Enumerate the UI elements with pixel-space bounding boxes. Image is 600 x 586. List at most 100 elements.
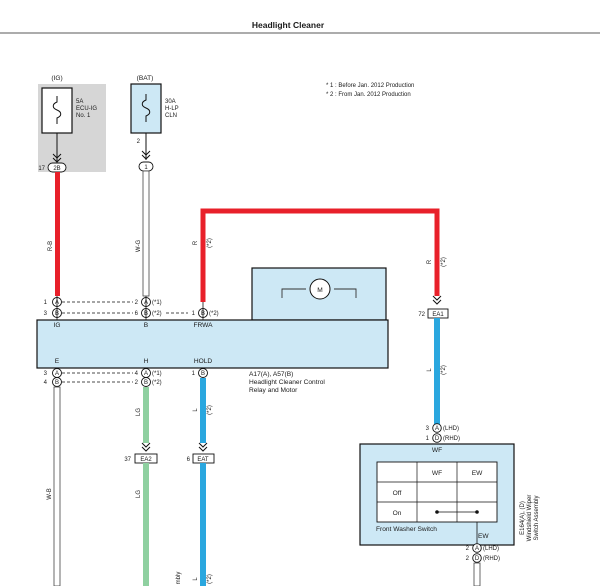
bat-fuse-line-1: 30A — [165, 99, 176, 105]
pin-b-a-note: (*1) — [152, 300, 162, 306]
wire-l-top — [200, 378, 206, 443]
sw-bot-a-num: 2 — [466, 546, 470, 552]
wire-r1-note: (*2) — [207, 238, 213, 248]
sw-bot-a-note: (LHD) — [483, 546, 499, 552]
wire-l-bottom — [200, 463, 206, 586]
wire-lg2-label: LG — [136, 490, 142, 498]
wire-l3-note: (*2) — [441, 365, 447, 375]
pin-frwa-note: (*2) — [209, 311, 219, 317]
pin-hold-num: 1 — [192, 371, 196, 377]
pin-hold — [198, 368, 208, 378]
switch-term-wf: WF — [432, 447, 442, 454]
switch-col-wf: WF — [432, 470, 442, 477]
pin-frwa-num: 1 — [192, 311, 196, 317]
pin-h-b-num: 2 — [135, 380, 139, 386]
switch-assembly-label-1: E164(A), (D) — [520, 501, 526, 535]
eat-chevron — [198, 442, 208, 452]
wire-l2-label: L — [193, 577, 199, 581]
term-hold: HOLD — [194, 358, 213, 365]
term-e: E — [55, 358, 60, 365]
pin-e-a-num: 3 — [44, 371, 48, 377]
ig-fuse-line-2: ECU-IG — [76, 106, 97, 112]
ig-conn-label: 2B — [53, 166, 60, 172]
pin-b-a-num: 2 — [135, 300, 139, 306]
motor-wiring — [281, 288, 357, 298]
sw-bot-a-letter: A — [475, 546, 479, 552]
pin-h-b-note: (*2) — [152, 380, 162, 386]
bat-pin-top: 2 — [137, 139, 141, 145]
sw-top-a-note: (LHD) — [443, 426, 459, 432]
switch-row-on: On — [393, 510, 402, 517]
ig-fuse-symbol — [52, 96, 62, 124]
pin-ig-b-num: 3 — [44, 311, 48, 317]
eat-pin: 6 — [187, 457, 191, 463]
bat-fuse-line-2: H-LP — [165, 106, 179, 112]
sw-top-a-num: 3 — [426, 426, 430, 432]
motor-symbol — [309, 278, 331, 300]
bat-fuse-line-3: CLN — [165, 113, 177, 119]
wire-wg — [142, 170, 150, 297]
wire-switch-ground — [473, 562, 481, 586]
sw-bot-d-letter: D — [475, 556, 480, 562]
diagram-title: Headlight Cleaner — [252, 20, 325, 30]
pin-e-a-letter: A — [55, 371, 59, 377]
pin-ig-a-num: 1 — [44, 300, 48, 306]
eat-label: EAT — [197, 457, 209, 463]
ea1-label: EA1 — [432, 312, 444, 318]
relay-label-3: Relay and Motor — [249, 387, 298, 394]
term-b: B — [144, 322, 149, 329]
wire-r2-label: R — [427, 259, 433, 264]
pin-e-b — [52, 377, 62, 387]
bat-conn-label: 1 — [144, 165, 148, 171]
wire-l-switch — [434, 318, 440, 424]
sw-top-d-note: (RHD) — [443, 436, 460, 442]
wire-lg1-label: LG — [136, 408, 142, 416]
wire-rb-label: R-B — [48, 241, 54, 251]
sw-bot-d — [472, 553, 482, 563]
term-frwa: FRWA — [193, 322, 213, 329]
ea2-chevron — [141, 442, 151, 452]
bat-conn-chevron — [141, 150, 151, 160]
ea1-pin: 72 — [418, 312, 425, 318]
ig-conn-chevron — [52, 153, 62, 163]
pin-h-a-note: (*1) — [152, 371, 162, 377]
wire-wg-label: W-G — [136, 240, 142, 253]
term-ig: IG — [54, 322, 61, 329]
pin-h-a-letter: A — [144, 371, 148, 377]
switch-row-off: Off — [393, 490, 402, 497]
wire-l2-note: (*2) — [207, 574, 213, 584]
sw-top-d — [432, 433, 442, 443]
ea2-pin: 37 — [124, 457, 131, 463]
sw-top-a-letter: A — [435, 426, 439, 432]
ig-fuse-line-3: No. 1 — [76, 113, 91, 119]
wire-r1-label: R — [193, 240, 199, 245]
bat-source-label: (BAT) — [137, 75, 154, 82]
sw-top-a — [432, 423, 442, 433]
assembly-fragment: mbly — [176, 572, 182, 585]
pin-hold-letter: B — [201, 371, 205, 377]
switch-assembly-label-2: Windshield Wiper — [527, 495, 533, 542]
sw-top-d-num: 1 — [426, 436, 430, 442]
ea1-chevron — [432, 295, 442, 305]
switch-name: Front Washer Switch — [376, 526, 437, 533]
ea2-label: EA2 — [140, 457, 152, 463]
wire-lg-bottom — [143, 463, 149, 586]
sw-top-d-letter: D — [435, 436, 440, 442]
relay-label-1: A17(A), A57(B) — [249, 371, 293, 378]
wire-l1-label: L — [193, 408, 199, 412]
pin-h-a-num: 4 — [135, 371, 139, 377]
pin-b-b-num: 6 — [135, 311, 139, 317]
switch-assembly-label-3: Switch Assembly — [534, 495, 540, 540]
sw-bot-a — [472, 543, 482, 553]
pin-h-b-letter: B — [144, 380, 148, 386]
motor-label: M — [317, 287, 323, 294]
switch-term-ew: EW — [478, 533, 489, 540]
ig-source-label: (IG) — [51, 75, 62, 82]
sw-bot-d-note: (RHD) — [483, 556, 500, 562]
wire-r2-note: (*2) — [441, 257, 447, 267]
sw-bot-d-num: 2 — [466, 556, 470, 562]
note-1: * 1 : Before Jan. 2012 Production — [326, 83, 414, 89]
wire-wb — [53, 386, 61, 586]
switch-col-ew: EW — [472, 470, 483, 477]
wire-l1-note: (*2) — [207, 405, 213, 415]
